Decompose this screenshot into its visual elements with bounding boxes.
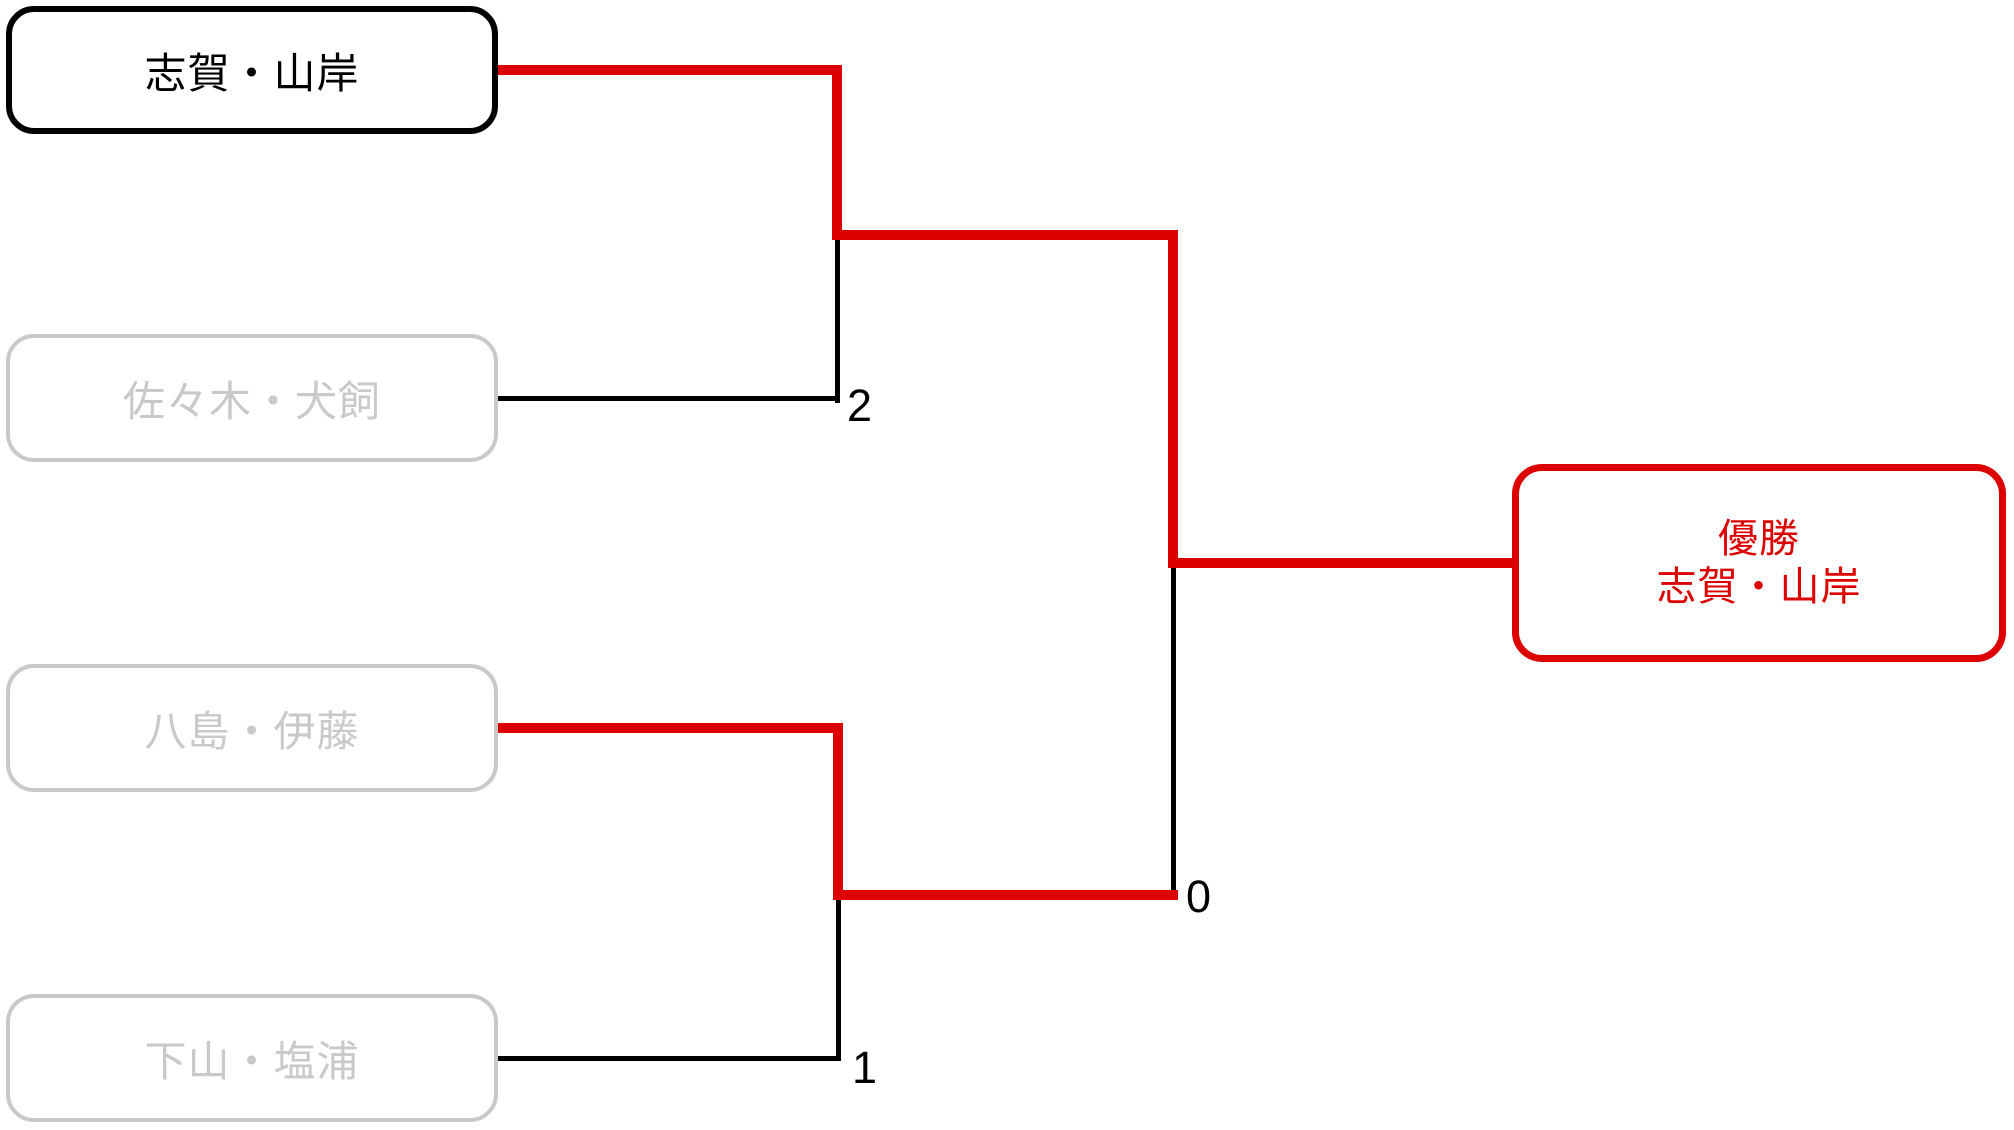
team-name: 志賀・山岸 <box>144 49 360 97</box>
score-semifinal-1: 2 <box>847 380 873 431</box>
team-box-sasaki-inukai: 佐々木・犬飼 <box>6 334 498 462</box>
team-name: 佐々木・犬飼 <box>122 377 381 425</box>
connector-semifinal1-loser-horizontal <box>498 396 838 401</box>
connector-semifinal2-winner-entry <box>498 723 843 733</box>
connector-winner-final-out <box>1168 558 1516 568</box>
connector-semifinal2-vertical-black <box>836 895 841 1061</box>
team-box-yashima-ito: 八島・伊藤 <box>6 664 498 792</box>
connector-semifinal2-loser-horizontal <box>498 1056 838 1061</box>
champion-name: 志賀・山岸 <box>1656 565 1862 609</box>
connector-semifinal2-winner-vertical <box>833 723 843 900</box>
champion-box: 優勝 志賀・山岸 <box>1512 464 2006 662</box>
team-name: 下山・塩浦 <box>144 1037 360 1085</box>
connector-semifinal1-vertical-black <box>835 235 840 403</box>
team-box-shiga-yamagishi: 志賀・山岸 <box>6 6 498 134</box>
connector-winner-final-vertical <box>1168 230 1178 568</box>
connector-final-vertical-black <box>1171 563 1176 895</box>
score-semifinal-2: 1 <box>852 1042 878 1093</box>
connector-semifinal2-winner-out <box>833 890 1178 900</box>
connector-winner-semifinal1-out <box>832 230 1178 240</box>
champion-label: 優勝 <box>1718 517 1800 561</box>
team-box-shimoyama-shioura: 下山・塩浦 <box>6 994 498 1122</box>
score-final: 0 <box>1186 871 1212 922</box>
team-name: 八島・伊藤 <box>144 707 360 755</box>
connector-winner-semifinal1-entry <box>498 65 842 75</box>
connector-winner-semifinal1-vertical <box>832 65 842 240</box>
